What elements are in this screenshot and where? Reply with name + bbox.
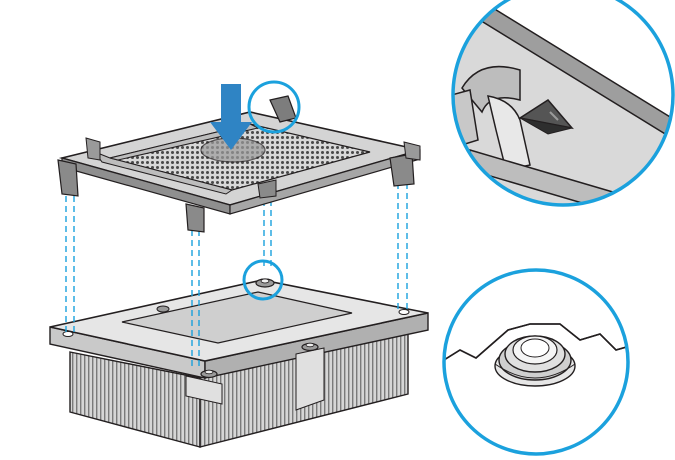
post-callout-ring	[242, 259, 284, 301]
frame-latch-detail	[451, 0, 675, 207]
alignment-post-detail	[442, 268, 630, 456]
frame-clip-center	[257, 179, 277, 199]
retention-frame	[57, 80, 421, 233]
latch-detail-border	[451, 0, 675, 207]
heat-sink-front-corner	[185, 375, 223, 405]
frame-clip-left	[57, 137, 101, 197]
frame-clip-front	[185, 203, 205, 233]
heat-sink-post-back	[255, 278, 275, 288]
heat-sink-screw-left	[156, 305, 170, 313]
heat-sink-contact-pad	[121, 291, 353, 344]
frame-clip-right	[389, 141, 421, 187]
post-detail-border	[442, 268, 630, 456]
latch-callout-ring	[247, 80, 301, 134]
frame-rail-left	[93, 150, 234, 195]
heat-sink-screw-front	[200, 369, 218, 379]
heat-sink	[49, 259, 429, 448]
heat-sink-screw-right	[301, 342, 319, 352]
down-arrow-icon	[210, 84, 252, 150]
heat-sink-corner-hole-left	[62, 331, 74, 337]
heat-sink-corner-hole-right	[398, 309, 410, 315]
heat-sink-right-corner	[295, 347, 325, 411]
